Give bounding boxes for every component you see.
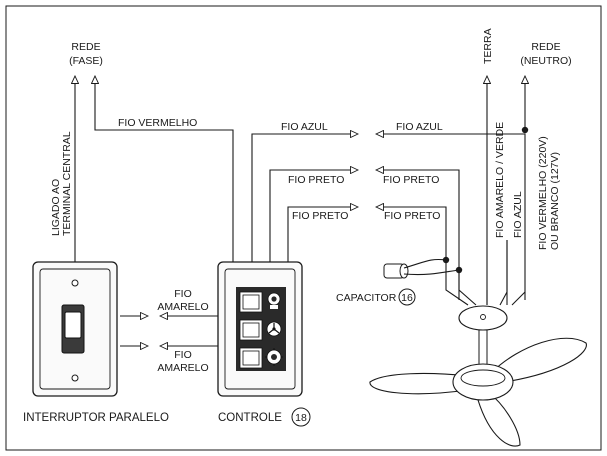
controle-number: 18 (295, 412, 307, 424)
fio-preto-1-right-wire (376, 170, 460, 300)
capacitor-number: 16 (401, 292, 413, 304)
fio-amarelo-top-label: FIO (174, 288, 192, 300)
fio-preto-1-left-wire (269, 170, 358, 262)
fan-lead-4 (499, 240, 508, 306)
capacitor-number-badge (398, 288, 416, 306)
controle-label: CONTROLE (218, 412, 282, 424)
interruptor-paralelo-switch (32, 261, 118, 397)
controle-number-badge (291, 407, 311, 427)
rede-neutro-sub-label: (NEUTRO) (520, 55, 571, 67)
fio-vermelho-label: FIO VERMELHO (118, 117, 197, 129)
fio-azul-vertical-label: FIO AZUL (512, 191, 524, 238)
light-bulb-icon (267, 292, 281, 309)
fio-preto-2-right-wire (376, 207, 447, 257)
capacitor (383, 256, 463, 279)
fio-azul-left-label: FIO AZUL (281, 121, 328, 133)
controle-panel (217, 261, 303, 397)
fan-lead-5 (511, 291, 526, 306)
interruptor-label: INTERRUPTOR PARALELO (23, 412, 169, 424)
fio-vermelho-branco-sub-label: OU BRANCO (127V) (549, 152, 561, 250)
ligado-terminal-sub-label: TERMINAL CENTRAL (61, 131, 73, 236)
rede-fase-label: REDE (71, 41, 100, 53)
fio-amarelo-top-sub-label: AMARELO (157, 301, 208, 313)
fio-azul-right-wire (376, 134, 526, 300)
rede-fase-sub-label: (FASE) (69, 55, 103, 67)
fio-preto-2-right-label: FIO PRETO (384, 210, 440, 222)
fio-azul-right-label: FIO AZUL (396, 121, 443, 133)
fan-lead-1 (445, 257, 469, 306)
fan-lead-2 (458, 270, 477, 306)
fio-preto-1-left-label: FIO PRETO (288, 174, 344, 186)
fio-vermelho-wire (95, 76, 234, 262)
fio-amarelo-verde-label: FIO AMARELO / VERDE (494, 122, 506, 238)
fio-amarelo-bottom-sub-label: AMARELO (157, 362, 208, 374)
terra-label: TERRA (482, 28, 494, 64)
capacitor-label: CAPACITOR (336, 292, 397, 304)
ceiling-fan (369, 305, 587, 447)
fio-azul-left-wire (251, 134, 358, 262)
rede-neutro-label: REDE (531, 41, 560, 53)
light-dimmer-icon (265, 348, 283, 366)
fio-vermelho-branco-label: FIO VERMELHO (220V) (537, 136, 549, 250)
fio-preto-2-left-label: FIO PRETO (292, 210, 348, 222)
fan-speed-icon (266, 321, 282, 337)
fio-preto-2-left-wire (287, 207, 358, 262)
fio-amarelo-bottom-label: FIO (174, 349, 192, 361)
fio-preto-1-right-label: FIO PRETO (383, 174, 439, 186)
neutro-junction-dot (521, 126, 529, 134)
ligado-terminal-label: LIGADO AO (50, 179, 62, 236)
